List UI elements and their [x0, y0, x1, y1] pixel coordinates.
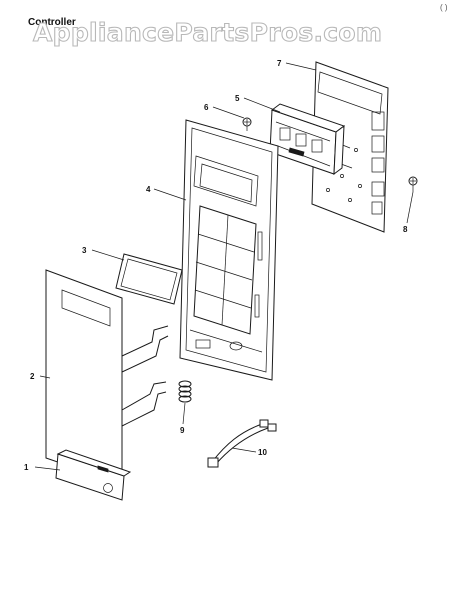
callout-5: 5 [235, 94, 240, 103]
part-9-spring [178, 380, 192, 403]
callout-2: 2 [30, 372, 35, 381]
callout-7: 7 [277, 59, 282, 68]
part-2-membrane-keypad [45, 269, 169, 485]
part-8-screw [408, 176, 418, 192]
part-1-door-button [55, 449, 132, 501]
part-4-control-frame [179, 119, 279, 381]
callout-10: 10 [258, 448, 267, 457]
part-6-screw [242, 117, 252, 131]
callout-6: 6 [204, 103, 209, 112]
callout-3: 3 [82, 246, 87, 255]
callout-leaders [34, 62, 414, 471]
callout-4: 4 [146, 185, 151, 194]
callout-8: 8 [403, 225, 408, 234]
watermark: AppliancePartsPros.com [33, 18, 382, 47]
callout-1: 1 [24, 463, 29, 472]
part-3-display-window [115, 253, 183, 305]
corner-mark: ( ) [440, 3, 448, 12]
callout-9: 9 [180, 426, 185, 435]
part-10-wire-harness [207, 419, 277, 468]
part-5-display-holder [269, 103, 346, 176]
diagram-title: Controller [28, 17, 76, 28]
